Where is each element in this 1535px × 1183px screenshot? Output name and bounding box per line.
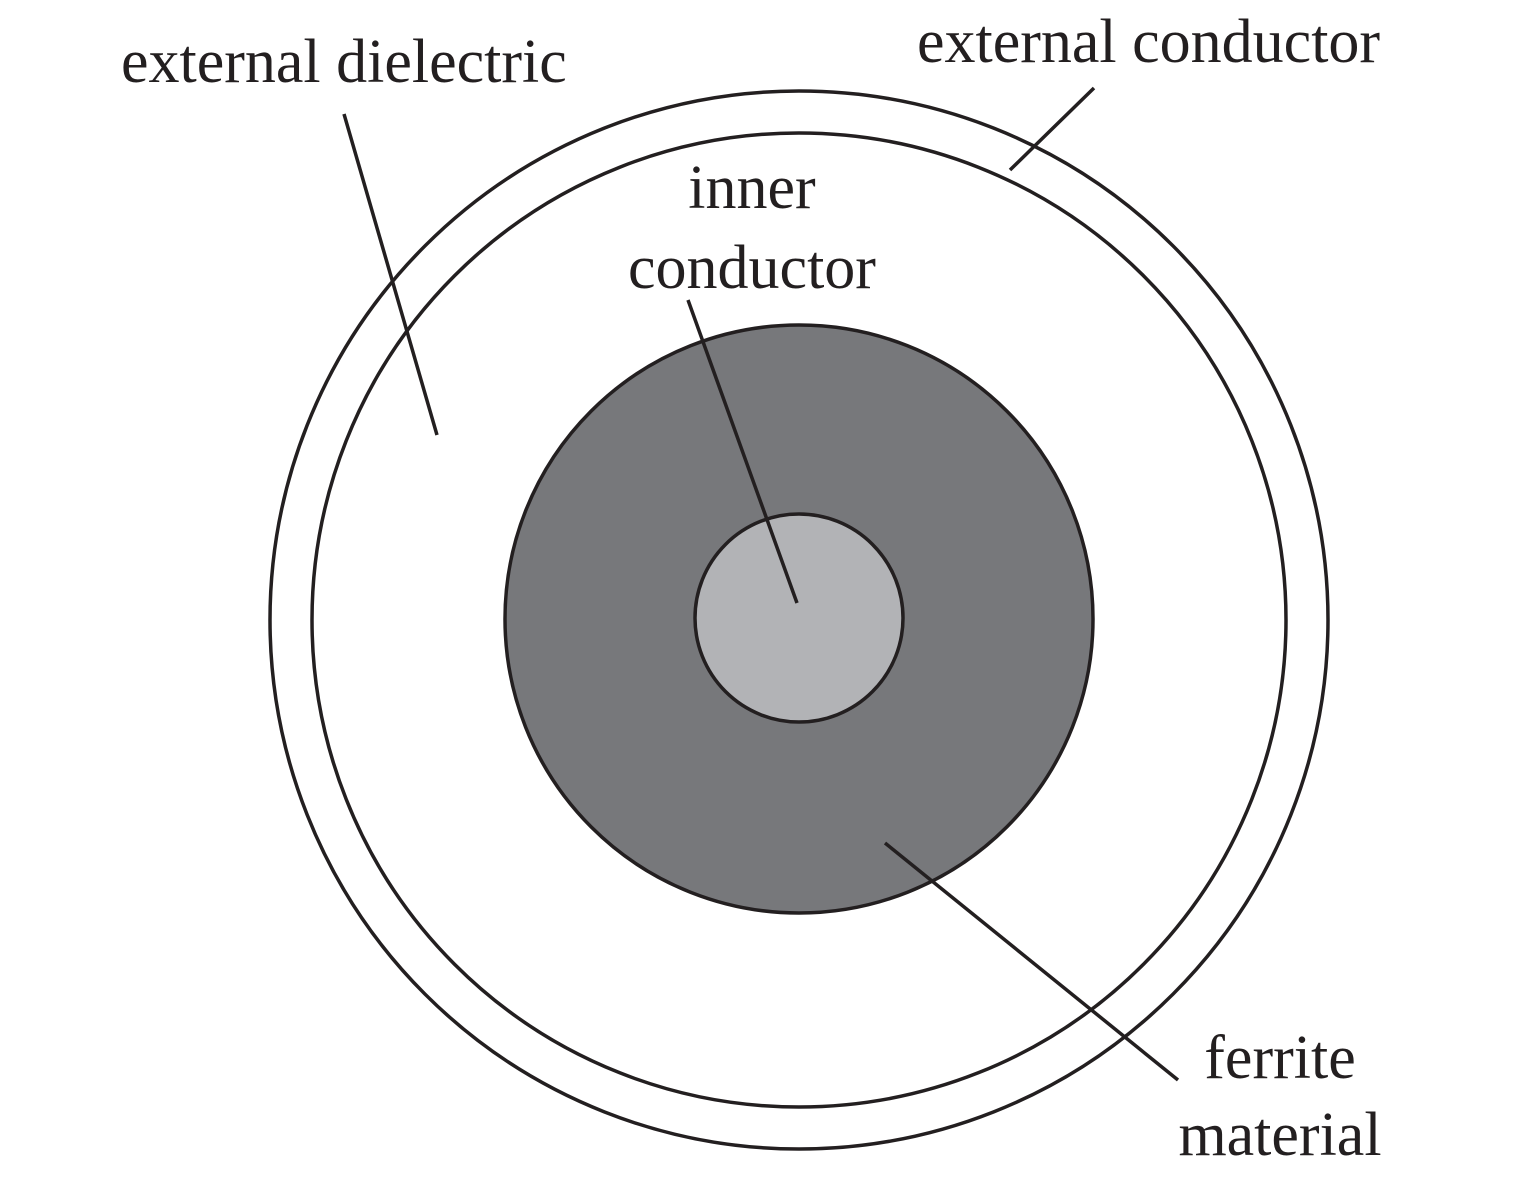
inner-conductor-label-line1: inner [688, 154, 816, 222]
inner-conductor-label-line2: conductor [628, 234, 876, 302]
external-conductor-label: external conductor [917, 8, 1380, 76]
ferrite-material-label-line2: material [1178, 1101, 1381, 1169]
ferrite-material-leader-line [883, 841, 1180, 1082]
external-dielectric-circle [310, 131, 1288, 1109]
external-conductor-outer-circle [268, 89, 1330, 1151]
inner-conductor-circle [693, 512, 905, 724]
external-dielectric-label: external dielectric [121, 28, 567, 96]
inner-conductor-leader-line [686, 299, 799, 604]
external-dielectric-leader-line [342, 113, 439, 436]
ferrite-material-label-line1: ferrite [1204, 1024, 1355, 1092]
external-conductor-leader-line [1008, 86, 1096, 172]
